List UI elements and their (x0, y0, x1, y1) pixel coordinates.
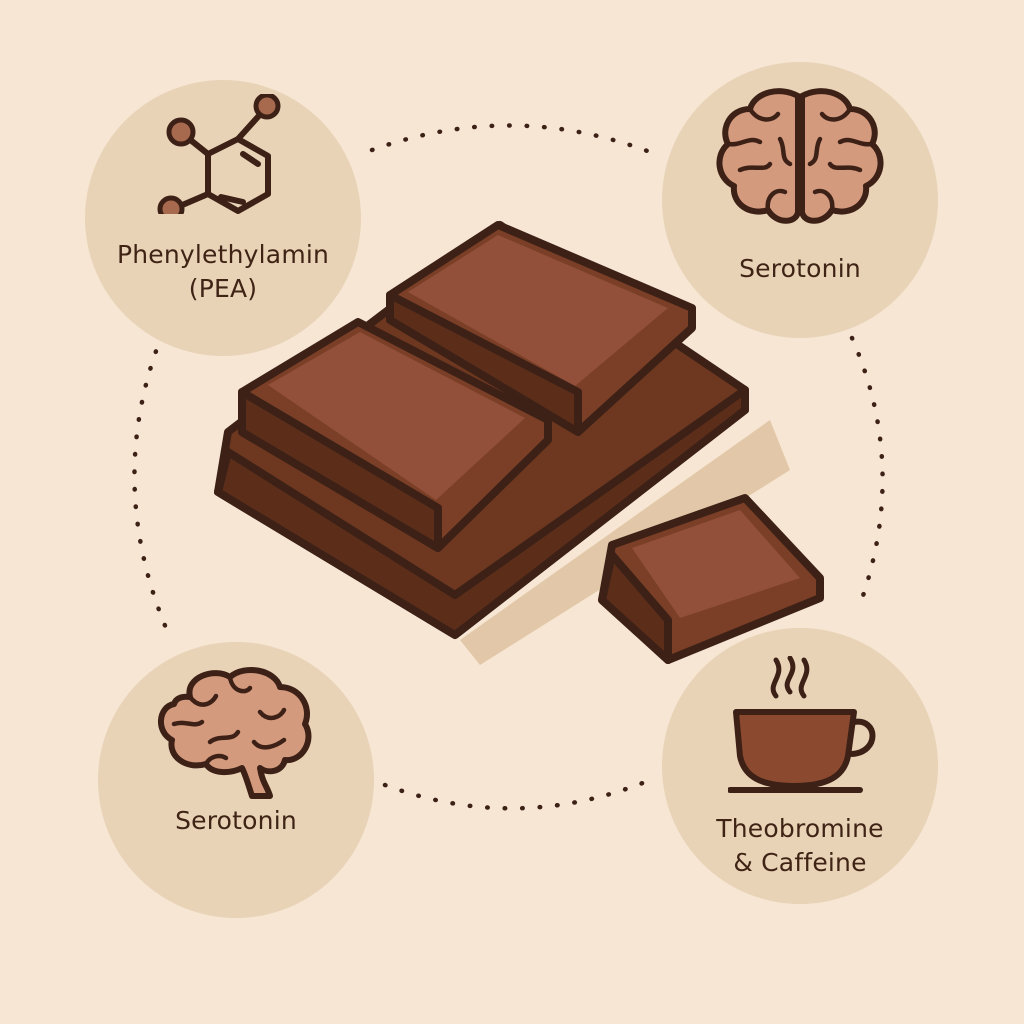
connector-arc-left (132, 332, 169, 631)
node-serotonin-bottom-label: Serotonin (98, 804, 374, 838)
node-serotonin-top-line1: Serotonin (739, 254, 861, 283)
node-serotonin-top: Serotonin (662, 62, 938, 338)
node-pea-line1: Phenylethylamin (116, 240, 330, 269)
node-serotonin-bottom-line1: Serotonin (175, 806, 297, 835)
chocolate-bar-icon (214, 221, 824, 665)
node-pea-line2: (PEA) (188, 274, 258, 303)
connector-arc-top (369, 123, 653, 155)
steam-icon (770, 656, 810, 699)
brain-icon (716, 88, 884, 224)
connector-arc-bottom (382, 775, 658, 811)
node-serotonin-top-label: Serotonin (662, 252, 938, 286)
dotted-connector-ring (132, 123, 885, 811)
molecule-icon (157, 94, 281, 214)
node-theobromine: Theobromine & Caffeine (662, 628, 938, 904)
node-theobromine-line2: & Caffeine (733, 848, 867, 877)
connector-arc-right (849, 335, 885, 613)
node-pea-label: Phenylethylamin (PEA) (85, 238, 361, 306)
node-theobromine-label: Theobromine & Caffeine (662, 812, 938, 880)
coffee-cup-icon (728, 656, 876, 793)
node-theobromine-line1: Theobromine (716, 814, 884, 843)
brain-icon (158, 667, 312, 799)
node-pea: Phenylethylamin (PEA) (85, 80, 361, 356)
node-serotonin-bottom: Serotonin (98, 642, 374, 918)
